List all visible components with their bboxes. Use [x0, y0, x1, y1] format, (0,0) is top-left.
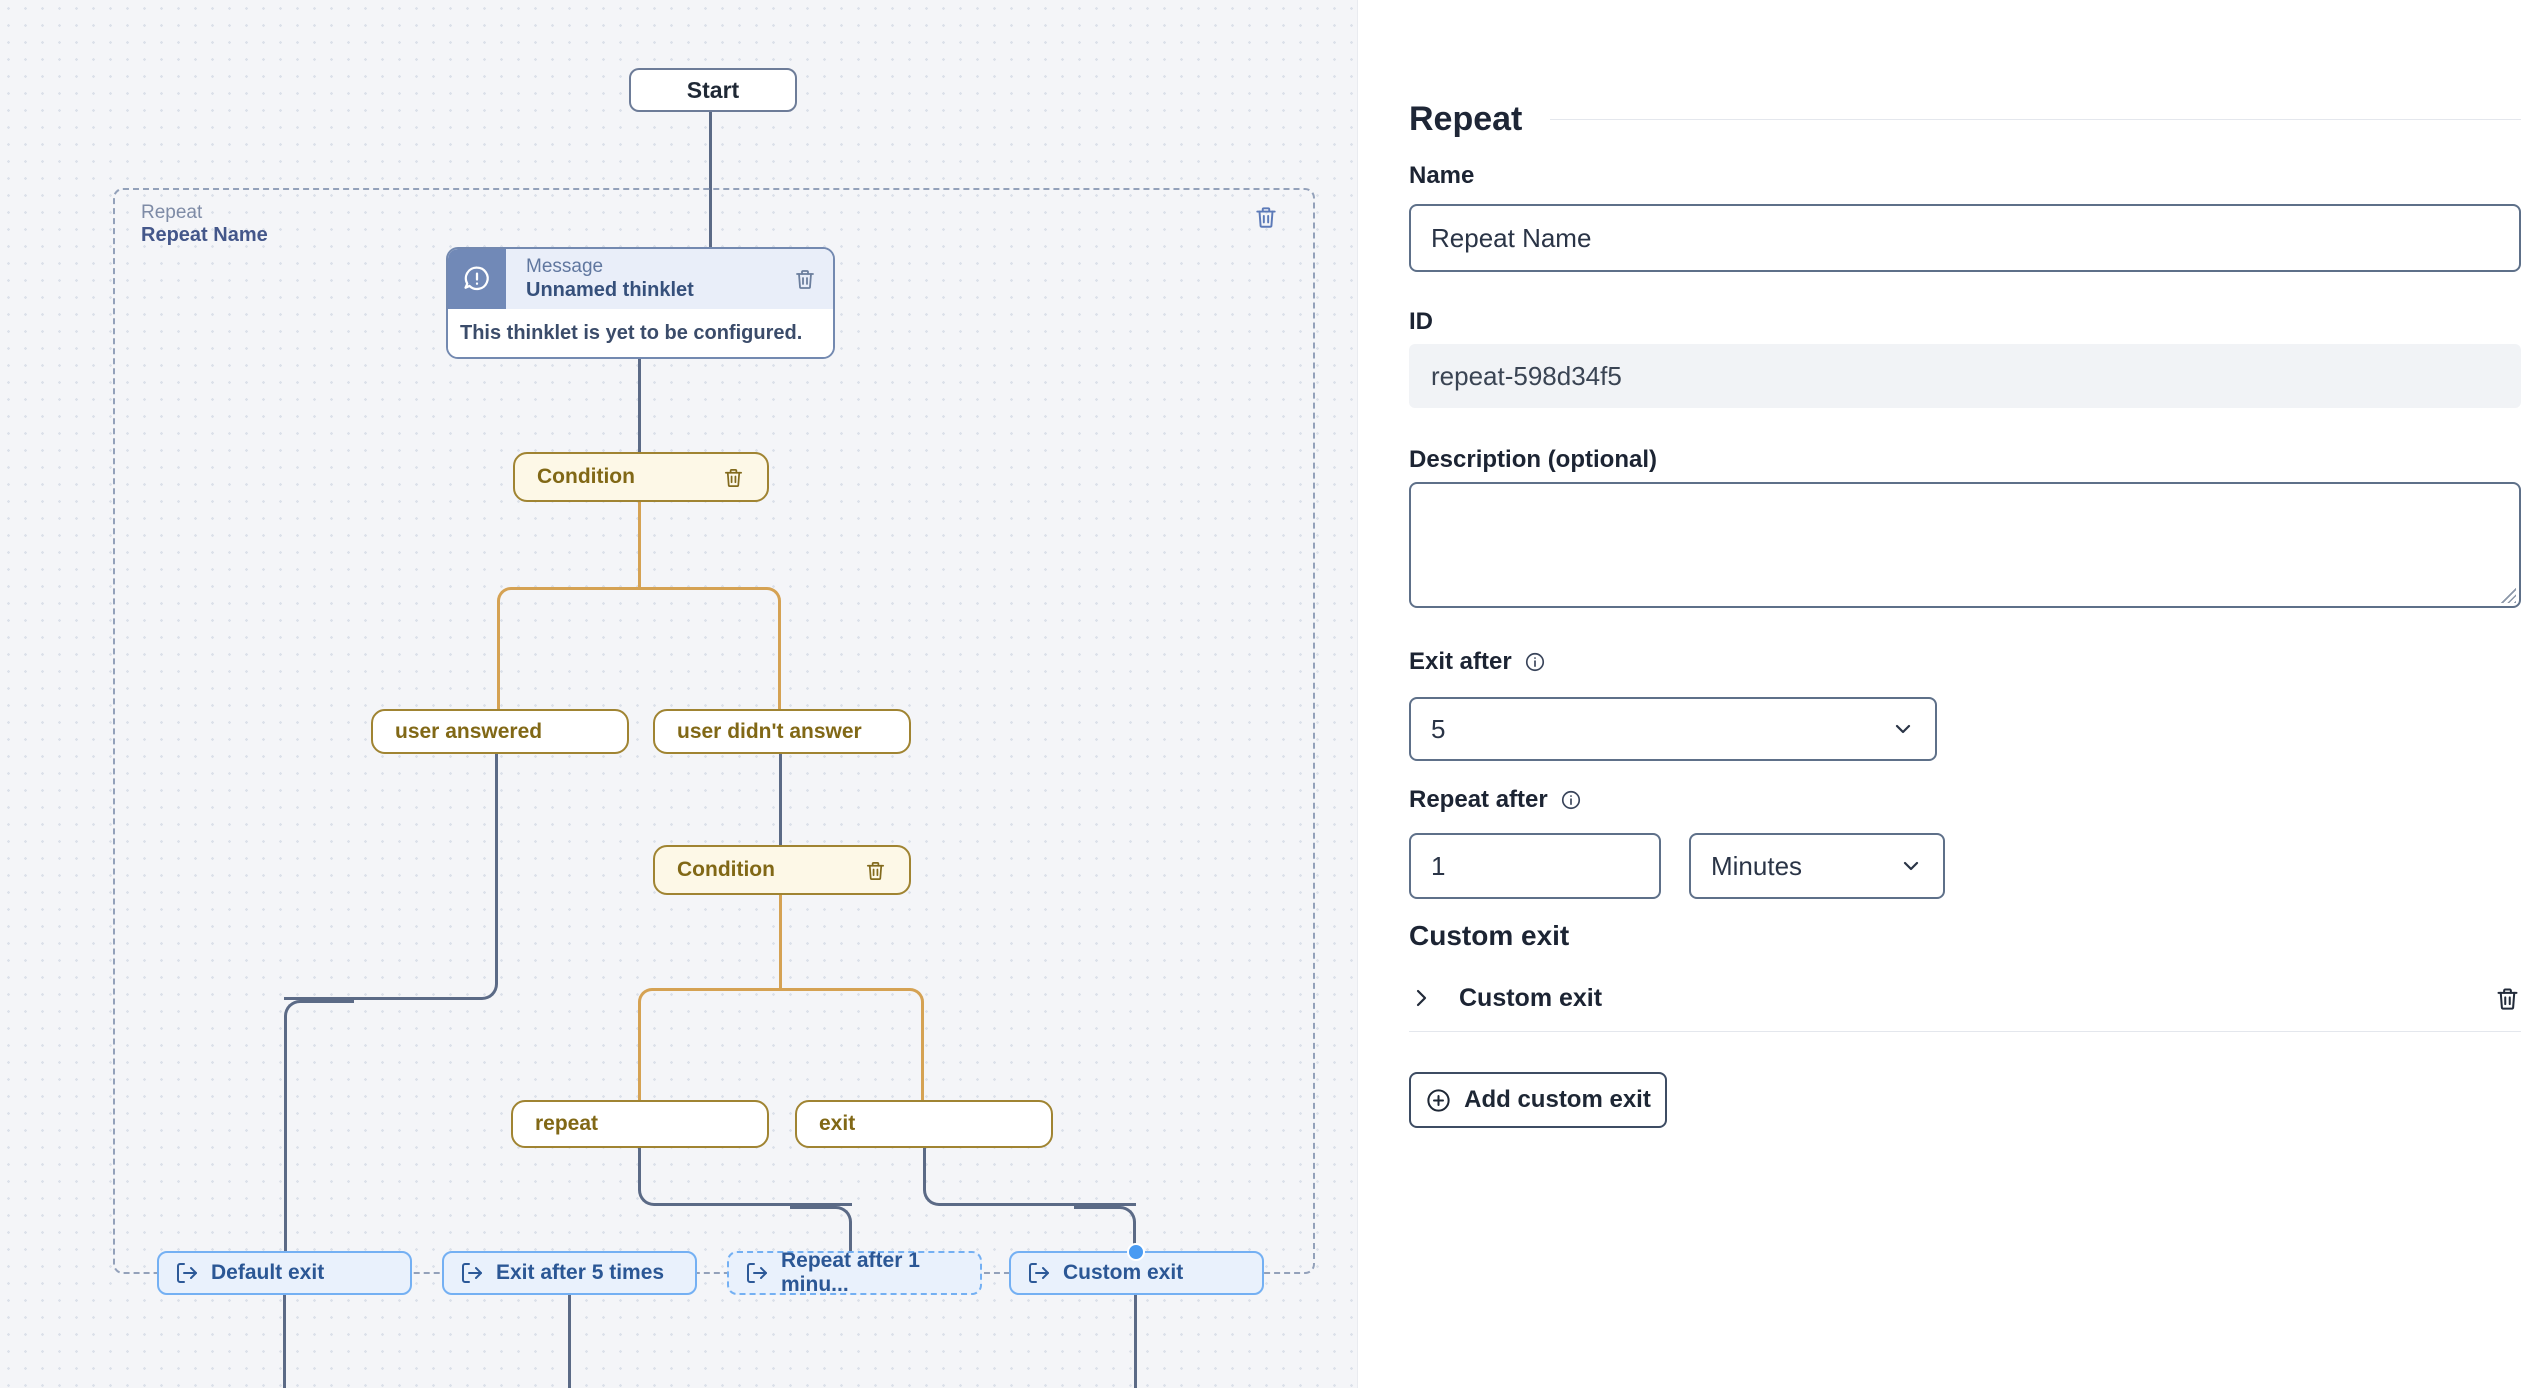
- exit-after-label: Exit after: [1409, 648, 1512, 675]
- connector-condition1-stub: [638, 501, 641, 589]
- exit-node-default[interactable]: Default exit: [157, 1251, 412, 1295]
- message-node-body: This thinklet is yet to be configured.: [448, 309, 833, 357]
- connector-start-to-message: [709, 111, 712, 248]
- repeat-after-value-input[interactable]: [1409, 833, 1661, 899]
- branch-repeat[interactable]: repeat: [511, 1100, 769, 1148]
- condition-node-label: Condition: [537, 465, 635, 488]
- branch-label: repeat: [535, 1112, 599, 1135]
- branch-label: user answered: [395, 719, 543, 743]
- connector-to-repeat-after-exit: [790, 1206, 852, 1251]
- properties-panel: Repeat Name ID repeat-598d34f5 Descripti…: [1357, 0, 2548, 1388]
- connector-repeat-elbow: [638, 1148, 852, 1206]
- id-value: repeat-598d34f5: [1409, 344, 2521, 408]
- repeat-group-container[interactable]: Repeat Repeat Name: [113, 188, 1315, 1274]
- message-node-header: Message Unnamed thinklet: [448, 249, 833, 309]
- chevron-right-icon[interactable]: [1409, 986, 1433, 1010]
- exit-after-value: 5: [1431, 713, 1446, 744]
- connector-condition2-right-branch: [779, 988, 924, 1100]
- trash-icon[interactable]: [1253, 204, 1279, 230]
- exit-node-repeat-after[interactable]: Repeat after 1 minu...: [727, 1249, 982, 1296]
- title-divider: [1550, 118, 2521, 120]
- branch-label: exit: [819, 1112, 856, 1135]
- exit-node-label: Exit after 5 times: [496, 1261, 665, 1284]
- branch-user-didnt-answer[interactable]: user didn't answer: [653, 709, 911, 754]
- exit-after-select[interactable]: 5: [1409, 697, 1937, 761]
- custom-exit-heading: Custom exit: [1409, 920, 1570, 951]
- condition-node-label: Condition: [677, 858, 775, 881]
- trash-icon[interactable]: [864, 859, 887, 882]
- section-divider: [1409, 1031, 2521, 1032]
- connector-below-exit-after-5: [568, 1295, 571, 1388]
- branch-label: user didn't answer: [677, 719, 862, 743]
- message-node-type: Message: [526, 255, 604, 277]
- name-input[interactable]: [1409, 204, 2521, 272]
- connector-to-custom-exit: [1074, 1206, 1136, 1251]
- trash-icon[interactable]: [722, 466, 745, 489]
- panel-title: Repeat: [1409, 99, 1523, 138]
- message-node[interactable]: Message Unnamed thinklet This thinklet i…: [446, 247, 835, 359]
- exit-node-after-5-times[interactable]: Exit after 5 times: [442, 1251, 697, 1295]
- connection-dot[interactable]: [1127, 1243, 1145, 1261]
- trash-icon[interactable]: [2494, 985, 2521, 1012]
- description-textarea[interactable]: [1409, 482, 2521, 608]
- description-label: Description (optional): [1409, 446, 1657, 473]
- plus-circle-icon: [1425, 1087, 1452, 1114]
- exit-node-label: Repeat after 1 minu...: [781, 1249, 920, 1296]
- chevron-down-icon: [1891, 717, 1915, 741]
- id-label: ID: [1409, 308, 1433, 335]
- start-node[interactable]: Start: [629, 68, 797, 112]
- exit-icon: [1027, 1261, 1051, 1285]
- add-custom-exit-label: Add custom exit: [1464, 1086, 1651, 1113]
- connector-below-default-exit: [283, 1295, 286, 1388]
- branch-exit[interactable]: exit: [795, 1100, 1053, 1148]
- exit-after-label-row: Exit after: [1409, 648, 2521, 676]
- trash-icon[interactable]: [793, 267, 817, 291]
- name-label: Name: [1409, 162, 1475, 189]
- repeat-after-unit-value: Minutes: [1711, 850, 1803, 881]
- repeat-group-name-label: Repeat Name: [141, 224, 268, 246]
- custom-exit-item-label: Custom exit: [1459, 983, 1603, 1012]
- id-value-text: repeat-598d34f5: [1431, 360, 1622, 391]
- info-icon[interactable]: [1560, 789, 1582, 811]
- exit-icon: [745, 1261, 769, 1285]
- connector-condition2-stub: [779, 893, 782, 990]
- connector-below-custom-exit: [1134, 1295, 1137, 1388]
- panel-header: Repeat: [1409, 96, 2521, 142]
- exit-node-label: Default exit: [211, 1261, 325, 1284]
- repeat-after-unit-select[interactable]: Minutes: [1689, 833, 1945, 899]
- connector-exit-elbow: [923, 1148, 1136, 1206]
- condition-node-bottom[interactable]: Condition: [653, 845, 911, 895]
- custom-exit-row[interactable]: Custom exit: [1409, 972, 2521, 1024]
- repeat-group-type-label: Repeat: [141, 202, 203, 223]
- connector-condition2-left-branch: [638, 988, 781, 1100]
- exit-node-custom[interactable]: Custom exit: [1009, 1251, 1264, 1295]
- connector-condition1-left-branch: [497, 587, 640, 709]
- exit-node-label: Custom exit: [1063, 1261, 1184, 1284]
- chevron-down-icon: [1899, 854, 1923, 878]
- connector-message-to-condition: [638, 359, 641, 452]
- add-custom-exit-button[interactable]: Add custom exit: [1409, 1072, 1667, 1128]
- info-icon[interactable]: [1524, 651, 1546, 673]
- connector-didnt-answer-to-condition2: [779, 753, 782, 845]
- message-bubble-icon: [448, 249, 506, 309]
- exit-icon: [460, 1261, 484, 1285]
- exit-icon: [175, 1261, 199, 1285]
- branch-user-answered[interactable]: user answered: [371, 709, 629, 754]
- flow-canvas[interactable]: Repeat Repeat Name Start Message Unnamed…: [0, 0, 1357, 1388]
- condition-node-top[interactable]: Condition: [513, 452, 769, 502]
- connector-condition1-right-branch: [638, 587, 781, 709]
- repeat-after-label-row: Repeat after: [1409, 786, 2521, 814]
- repeat-after-label: Repeat after: [1409, 786, 1548, 813]
- message-node-title: Unnamed thinklet: [526, 279, 694, 302]
- connector-user-answered-elbow: [284, 753, 498, 1000]
- start-node-label: Start: [686, 76, 740, 103]
- description-field-wrap: [1409, 482, 2521, 608]
- connector-to-default-exit: [284, 1000, 354, 1251]
